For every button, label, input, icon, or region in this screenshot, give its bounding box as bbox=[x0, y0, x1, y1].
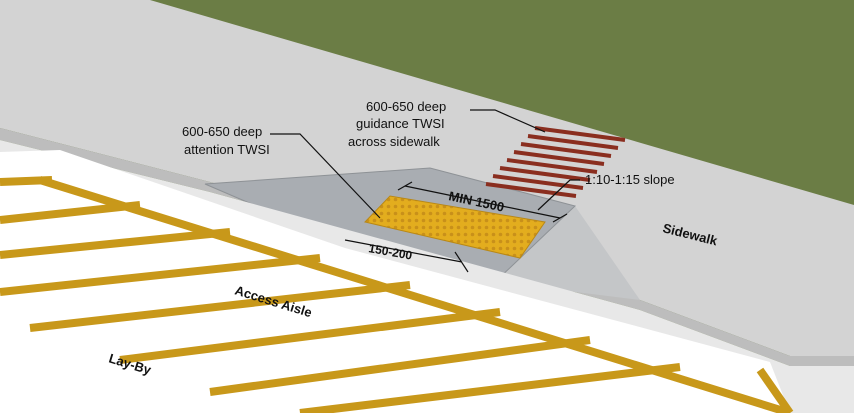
guidance-label-line2: guidance TWSI bbox=[356, 116, 445, 131]
attention-label-line2: attention TWSI bbox=[184, 142, 270, 157]
min-width-dimension bbox=[397, 181, 568, 223]
attention-label-line1: 600-650 deep bbox=[182, 124, 262, 139]
guidance-label-line3: across sidewalk bbox=[348, 134, 440, 149]
ramp-flare-right bbox=[495, 206, 640, 300]
attention-leader bbox=[270, 133, 381, 219]
setback-dimension bbox=[344, 239, 469, 273]
attention-twsi bbox=[364, 195, 546, 259]
slope-label: 1:10-1:15 slope bbox=[585, 172, 675, 187]
slope-leader bbox=[537, 179, 580, 211]
guidance-leader bbox=[470, 109, 546, 133]
guidance-twsi bbox=[485, 126, 626, 198]
access-aisle-stripes bbox=[0, 176, 794, 413]
guidance-label-line1: 600-650 deep bbox=[366, 99, 446, 114]
